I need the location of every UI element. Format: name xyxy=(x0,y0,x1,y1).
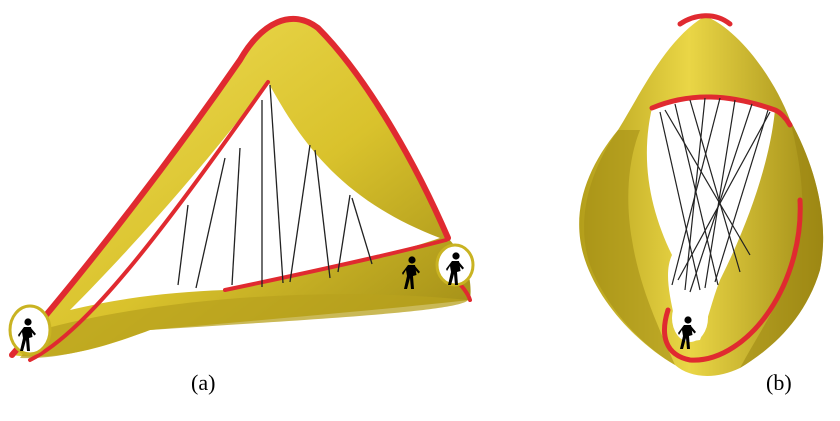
cable xyxy=(714,109,769,283)
panel-b-outer-edge xyxy=(677,13,733,27)
cable xyxy=(704,99,736,289)
cable xyxy=(351,197,373,265)
cable xyxy=(664,109,751,256)
panel-a-opening xyxy=(70,82,440,310)
cable xyxy=(231,147,241,286)
panel-a-cables xyxy=(177,84,373,289)
panel-b-cables xyxy=(659,97,771,293)
panel-a-inner-edge xyxy=(28,80,270,362)
cable xyxy=(677,111,771,281)
panel-b-bridge xyxy=(579,13,824,376)
caption-a: (a) xyxy=(191,370,216,395)
panel-a-deck-edge xyxy=(223,238,448,292)
panel-a-outer-edge xyxy=(9,16,451,358)
cable xyxy=(689,99,741,273)
cable xyxy=(177,204,189,286)
cable xyxy=(314,149,331,279)
caption-b: (b) xyxy=(766,370,792,395)
panel-b-top-edge xyxy=(649,94,793,128)
cable xyxy=(195,157,226,289)
panel-b-left-fold xyxy=(584,130,675,365)
cable xyxy=(337,194,351,273)
cable xyxy=(671,97,721,286)
panel-a-bridge xyxy=(8,16,475,362)
cable xyxy=(689,103,753,293)
panel-b-right-fold xyxy=(740,120,824,368)
cable xyxy=(269,84,284,284)
panel-b-lower-edge xyxy=(662,197,803,363)
cable xyxy=(659,111,701,291)
cable xyxy=(289,144,311,283)
panel-a-deck xyxy=(20,294,468,359)
